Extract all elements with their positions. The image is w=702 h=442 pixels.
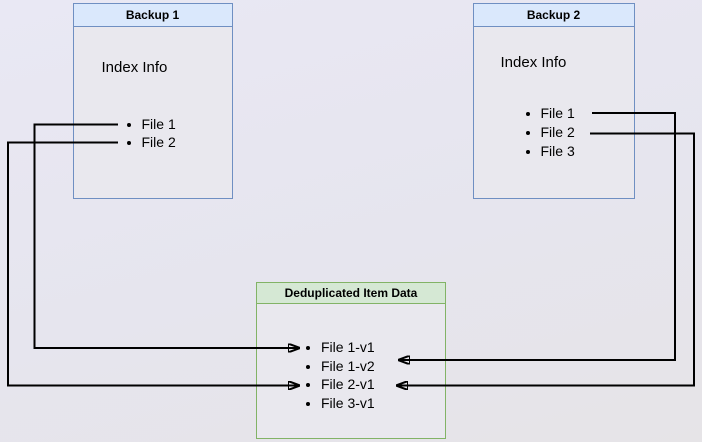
- backup2-index-info-label: Index Info: [500, 54, 567, 71]
- list-item: File 2: [142, 133, 176, 151]
- backup2-file-list: File 1 File 2 File 3: [519, 104, 575, 161]
- list-item: File 2: [541, 123, 575, 142]
- backup2-title: Backup 2: [473, 4, 634, 27]
- backup1-file-list: File 1 File 2: [120, 115, 176, 151]
- list-item: File 3: [541, 142, 575, 161]
- list-item: File 3-v1: [321, 394, 375, 413]
- dedup-item-list: File 1-v1 File 1-v2 File 2-v1 File 3-v1: [299, 338, 375, 412]
- backup1-box: Backup 1 Index Info File 1 File 2: [72, 3, 233, 199]
- backup1-title: Backup 1: [73, 4, 232, 27]
- list-item: File 2-v1: [321, 375, 375, 394]
- list-item: File 1: [541, 104, 575, 123]
- dedup-box: Deduplicated Item Data File 1-v1 File 1-…: [256, 282, 446, 439]
- backup1-index-info-label: Index Info: [101, 59, 168, 76]
- list-item: File 1-v1: [321, 338, 375, 357]
- list-item: File 1: [142, 115, 176, 133]
- backup2-box: Backup 2 Index Info File 1 File 2 File 3: [472, 3, 635, 199]
- list-item: File 1-v2: [321, 357, 375, 376]
- dedup-title: Deduplicated Item Data: [257, 283, 445, 304]
